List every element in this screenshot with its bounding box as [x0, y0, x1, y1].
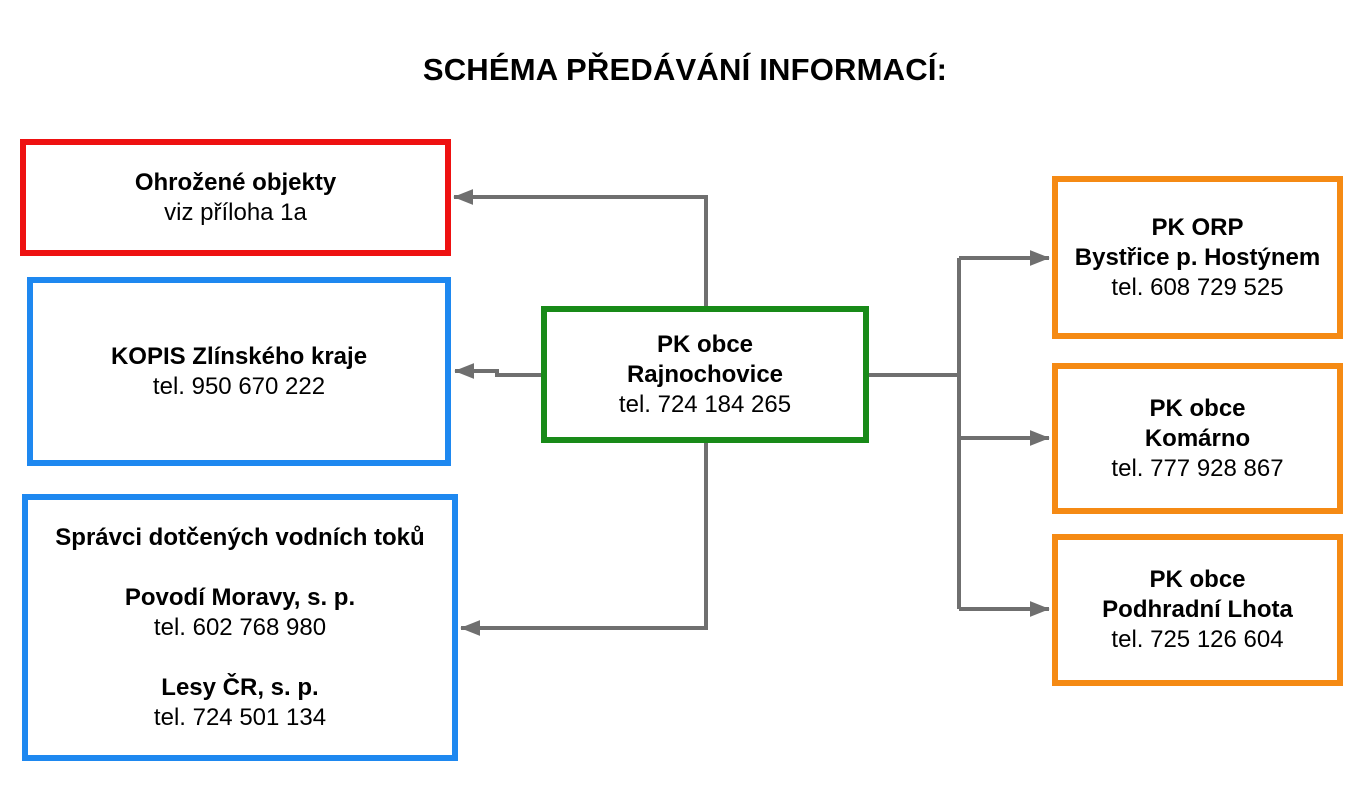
- povodi-moravy-phone: tel. 602 768 980: [153, 613, 327, 641]
- arrow-to-spravci: [460, 443, 708, 636]
- podhradni-line2: Podhradní Lhota: [1102, 596, 1293, 623]
- kopis-phone: tel. 950 670 222: [152, 372, 326, 400]
- arrow-to-ohrozene: [453, 189, 708, 306]
- ohrozene-title: Ohrožené objekty: [134, 168, 337, 196]
- povodi-moravy-name: Povodí Moravy, s. p.: [124, 583, 356, 611]
- podhradni-line1: PK obce: [1149, 566, 1246, 593]
- branch-trunk: [869, 258, 961, 609]
- center-node-rajnochovice: PK obce Rajnochovice tel. 724 184 265: [541, 306, 869, 443]
- komarno-box: PK obce Komárno tel. 777 928 867: [1052, 363, 1343, 514]
- podhradni-lhota-box: PK obce Podhradní Lhota tel. 725 126 604: [1052, 534, 1343, 686]
- arrow-to-kopis: [454, 363, 541, 379]
- lesy-cr-name: Lesy ČR, s. p.: [161, 673, 319, 701]
- komarno-line2: Komárno: [1144, 424, 1251, 452]
- podhradni-phone: tel. 725 126 604: [1111, 626, 1284, 653]
- center-phone: tel. 724 184 265: [618, 390, 792, 418]
- center-line2: Rajnochovice: [626, 360, 784, 388]
- kopis-title: KOPIS Zlínského kraje: [110, 342, 368, 370]
- pk-orp-box: PK ORP Bystřice p. Hostýnem tel. 608 729…: [1052, 176, 1343, 339]
- spravci-heading: Správci dotčených vodních toků: [55, 523, 425, 551]
- ohrozene-note: viz příloha 1a: [164, 198, 307, 226]
- orp-line2: Bystřice p. Hostýnem: [1074, 243, 1321, 271]
- komarno-line1: PK obce: [1149, 394, 1246, 422]
- lesy-cr-phone: tel. 724 501 134: [153, 703, 327, 731]
- orp-phone: tel. 608 729 525: [1111, 273, 1284, 301]
- kopis-box: KOPIS Zlínského kraje tel. 950 670 222: [27, 277, 451, 466]
- ohrozene-objekty-box: Ohrožené objekty viz příloha 1a: [20, 139, 451, 256]
- spravci-toku-box: Správci dotčených vodních toků Povodí Mo…: [22, 494, 458, 761]
- center-line1: PK obce: [656, 330, 754, 358]
- diagram-title: SCHÉMA PŘEDÁVÁNÍ INFORMACÍ:: [422, 52, 948, 87]
- komarno-phone: tel. 777 928 867: [1111, 454, 1284, 482]
- orp-line1: PK ORP: [1151, 213, 1244, 241]
